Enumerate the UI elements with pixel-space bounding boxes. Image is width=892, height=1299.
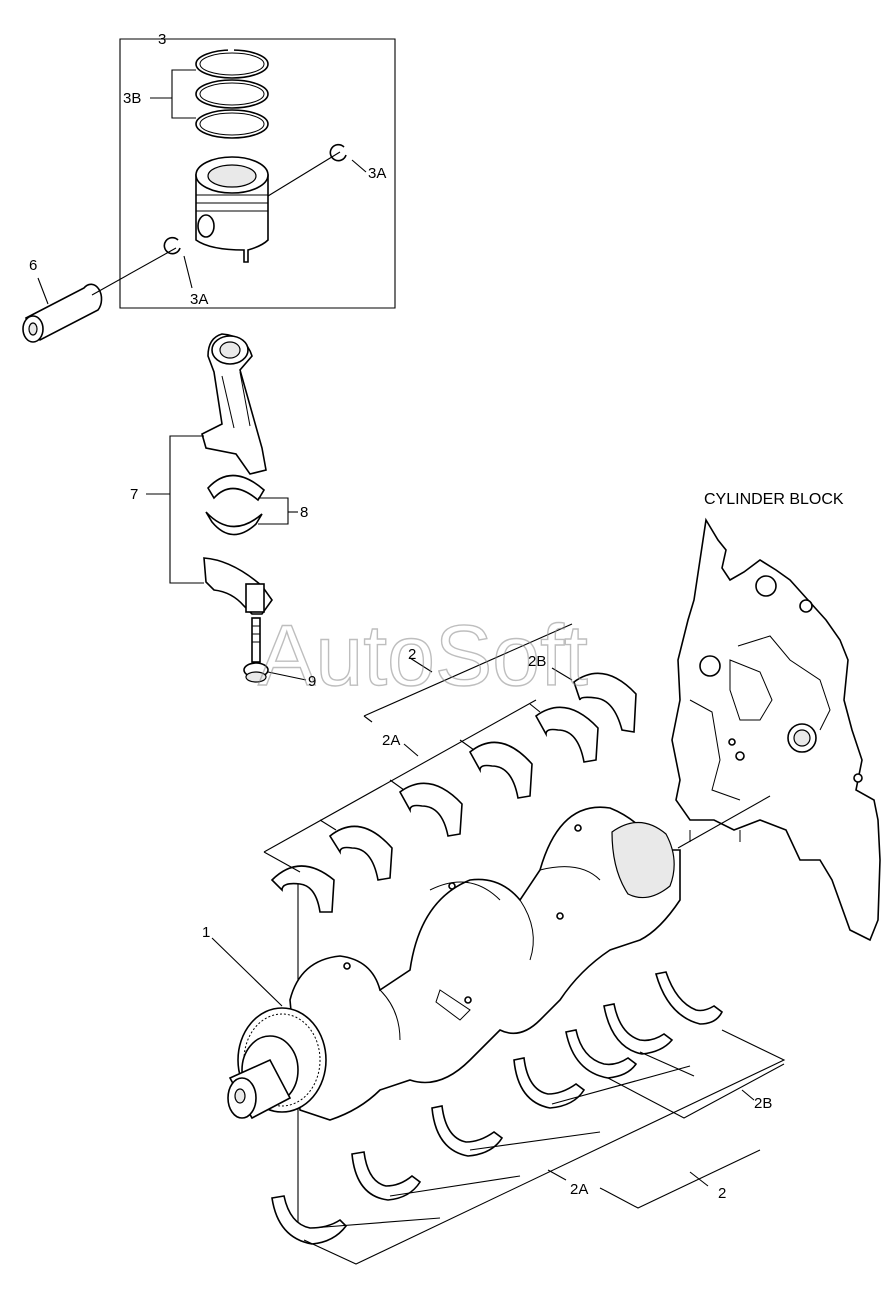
label-3: 3 <box>158 31 166 48</box>
piston-pin-circlips <box>163 143 367 289</box>
label-3a-lower: 3A <box>190 291 208 308</box>
label-9: 9 <box>308 673 316 690</box>
connecting-rod-bolt <box>243 617 307 683</box>
label-6: 6 <box>29 257 37 274</box>
label-2a-lower: 2A <box>570 1181 588 1198</box>
lower-main-bearings <box>271 971 786 1265</box>
label-7: 7 <box>130 486 138 503</box>
upper-main-bearings <box>263 623 637 1230</box>
piston-group-frame <box>119 38 396 309</box>
piston-rings <box>150 48 269 139</box>
label-2-upper: 2 <box>408 646 416 663</box>
label-2-lower: 2 <box>718 1185 726 1202</box>
connecting-rod <box>146 333 273 615</box>
label-cylinder-block: CYLINDER BLOCK <box>704 491 844 508</box>
label-3a-upper: 3A <box>368 165 386 182</box>
piston <box>195 156 269 263</box>
label-3b: 3B <box>123 90 141 107</box>
cylinder-block <box>671 517 881 942</box>
crankshaft <box>211 806 681 1121</box>
label-2b-lower: 2B <box>754 1095 772 1112</box>
label-2a-upper: 2A <box>382 732 400 749</box>
piston-pin <box>22 247 177 343</box>
label-2b-upper: 2B <box>528 653 546 670</box>
label-1: 1 <box>202 924 210 941</box>
connecting-rod-bearings <box>205 474 298 536</box>
label-8: 8 <box>300 504 308 521</box>
watermark-text: AutoSoft <box>258 608 588 704</box>
